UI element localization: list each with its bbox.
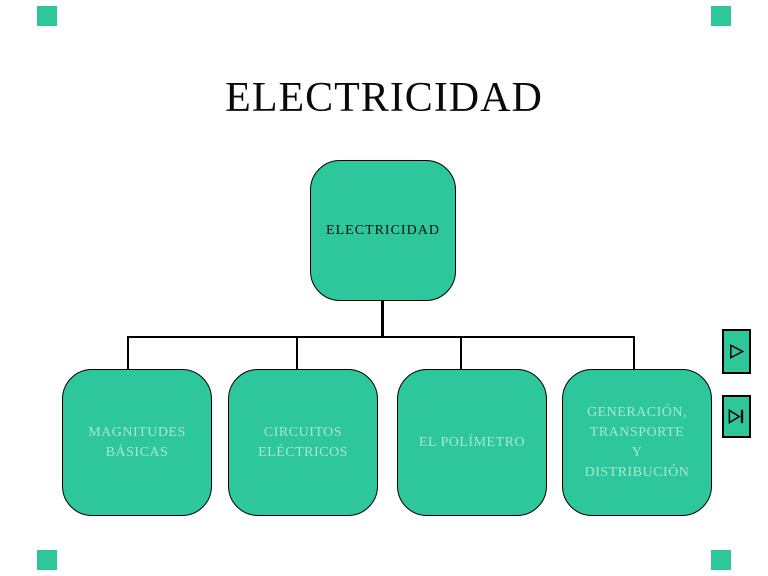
child-node-label-line: TRANSPORTE [589,424,685,440]
slide-title: ELECTRICIDAD [225,75,543,121]
child-node-el-polimetro[interactable]: EL POLÍMETRO [397,369,547,516]
connector-drop-polimetro [460,337,462,370]
child-node-label-line: EL POLÍMETRO [418,434,526,450]
child-node-label-line: DISTRIBUCIÓN [584,464,690,480]
connector-drop-generacion [633,337,635,370]
last-slide-button[interactable] [722,395,751,438]
corner-decoration-top-right [711,6,731,26]
root-node-electricidad: ELECTRICIDAD [310,160,456,301]
root-node-label: ELECTRICIDAD [326,222,440,238]
next-slide-button[interactable] [722,329,751,374]
play-arrow-icon [730,344,745,359]
corner-decoration-bottom-left [37,550,57,570]
child-node-label-line: MAGNITUDES [88,424,186,440]
child-node-circuitos-electricos[interactable]: CIRCUITOS ELÉCTRICOS [228,369,378,516]
child-node-label-line: BÁSICAS [105,444,169,460]
connector-drop-magnitudes [127,337,129,370]
connector-horizontal-rail [127,336,635,338]
child-node-label-line: Y [631,444,643,460]
corner-decoration-top-left [37,6,57,26]
child-node-label-line: CIRCUITOS [263,424,343,440]
skip-to-end-icon [728,408,744,425]
child-node-generacion-transporte-distribucion[interactable]: GENERACIÓN, TRANSPORTE Y DISTRIBUCIÓN [562,369,712,516]
corner-decoration-bottom-right [711,550,731,570]
child-node-magnitudes-basicas[interactable]: MAGNITUDES BÁSICAS [62,369,212,516]
connector-drop-circuitos [296,337,298,370]
child-node-label-line: ELÉCTRICOS [258,444,348,460]
connector-root-drop [381,300,384,337]
child-node-label-line: GENERACIÓN, [587,404,687,420]
